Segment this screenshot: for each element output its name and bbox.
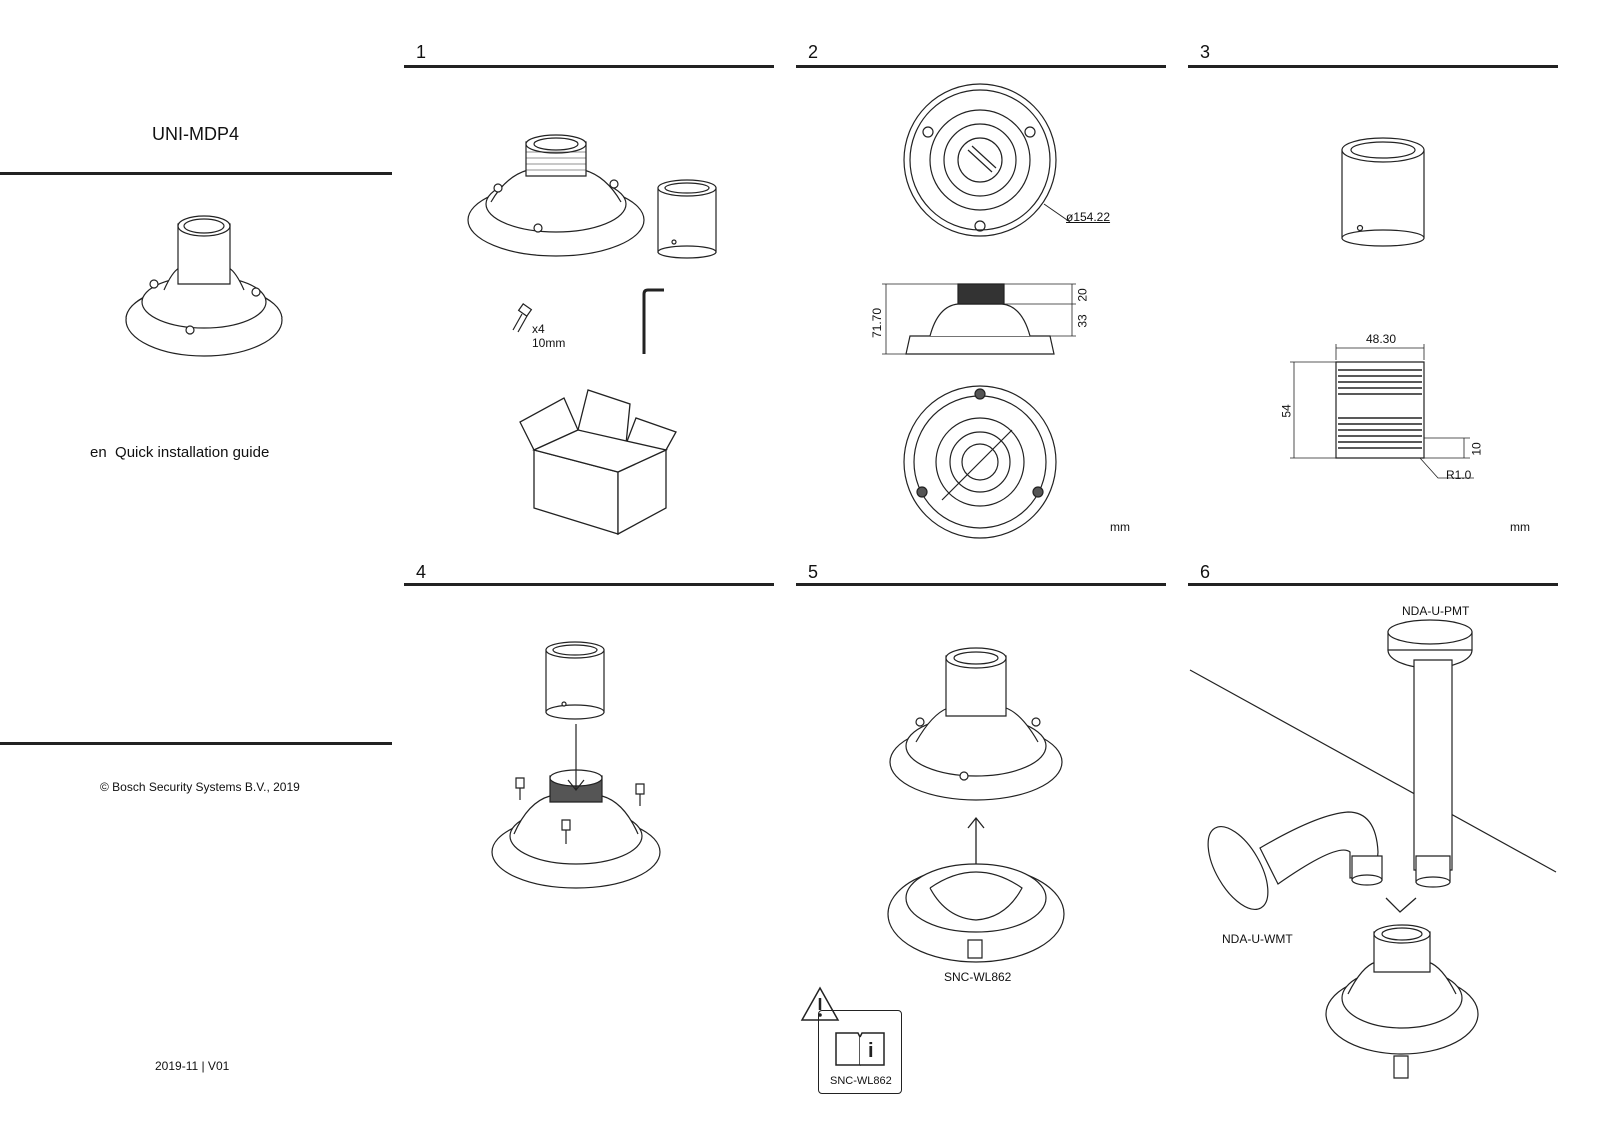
step-5-rule [796, 583, 1166, 586]
allen-key-icon [636, 288, 666, 358]
wall-model-label: NDA-U-WMT [1222, 932, 1293, 946]
total-height-dimension: 71.70 [870, 307, 885, 339]
step3-section-view [1280, 342, 1480, 492]
step3-unit: mm [1510, 520, 1530, 534]
coupler-width-dimension: 48.30 [1366, 332, 1397, 346]
box-icon [518, 388, 678, 538]
step3-coupler-illustration [1340, 136, 1426, 246]
coupler-height-dimension: 54 [1279, 404, 1294, 418]
screw-length: 10mm [532, 336, 566, 350]
copyright: © Bosch Security Systems B.V., 2019 [100, 780, 300, 794]
top-height-dimension: 20 [1075, 288, 1090, 302]
step-2-rule [796, 65, 1166, 68]
guide-title: en Quick installation guide [90, 444, 269, 461]
svg-text:i: i [868, 1040, 874, 1062]
warning-icon [800, 986, 840, 1022]
guide-title-text: Quick installation guide [115, 444, 270, 461]
screw-icon [508, 304, 538, 334]
step5-mount-illustration [888, 646, 1068, 806]
accessory-label: SNC-WL862 [944, 970, 1012, 984]
info-card-label: SNC-WL862 [830, 1075, 892, 1087]
diameter-dimension: ø154.22 [1066, 210, 1111, 224]
step1-coupler-illustration [656, 178, 718, 258]
step2-unit: mm [1110, 520, 1130, 534]
thread-height-dimension: 10 [1469, 442, 1484, 456]
language-code: en [90, 444, 107, 461]
cover-mount-illustration [124, 210, 284, 360]
step4-assembly-illustration [490, 642, 670, 892]
step-3-number: 3 [1200, 42, 1211, 62]
step-3-rule [1188, 65, 1558, 68]
step-6-number: 6 [1200, 562, 1211, 582]
step-5-number: 5 [808, 562, 819, 582]
step-6-rule [1188, 583, 1558, 586]
version: 2019-11 | V01 [155, 1059, 230, 1073]
radius-dimension: R1.0 [1446, 468, 1472, 482]
step2-bottom-view [902, 384, 1062, 544]
pendant-model-label: NDA-U-PMT [1402, 604, 1470, 618]
step2-top-view [902, 80, 1062, 240]
wall-plate-illustration [886, 858, 1066, 968]
product-name: UNI-MDP4 [152, 124, 240, 144]
step-4-rule [404, 583, 774, 586]
step2-side-view [872, 280, 1082, 360]
base-height-dimension: 33 [1075, 314, 1090, 328]
step1-base-illustration [466, 132, 646, 262]
step-2-number: 2 [808, 42, 819, 62]
step-4-number: 4 [416, 562, 427, 582]
step-1-rule [404, 65, 774, 68]
screw-quantity: x4 [532, 322, 545, 336]
info-manual-card: i SNC-WL862 [818, 1010, 902, 1094]
cover-bottom-rule [0, 742, 392, 745]
step-1-number: 1 [416, 42, 427, 62]
step6-illustration [1188, 616, 1558, 1086]
up-arrow-icon [966, 816, 986, 866]
manual-info-icon: i [834, 1029, 886, 1067]
cover-top-rule [0, 172, 392, 175]
